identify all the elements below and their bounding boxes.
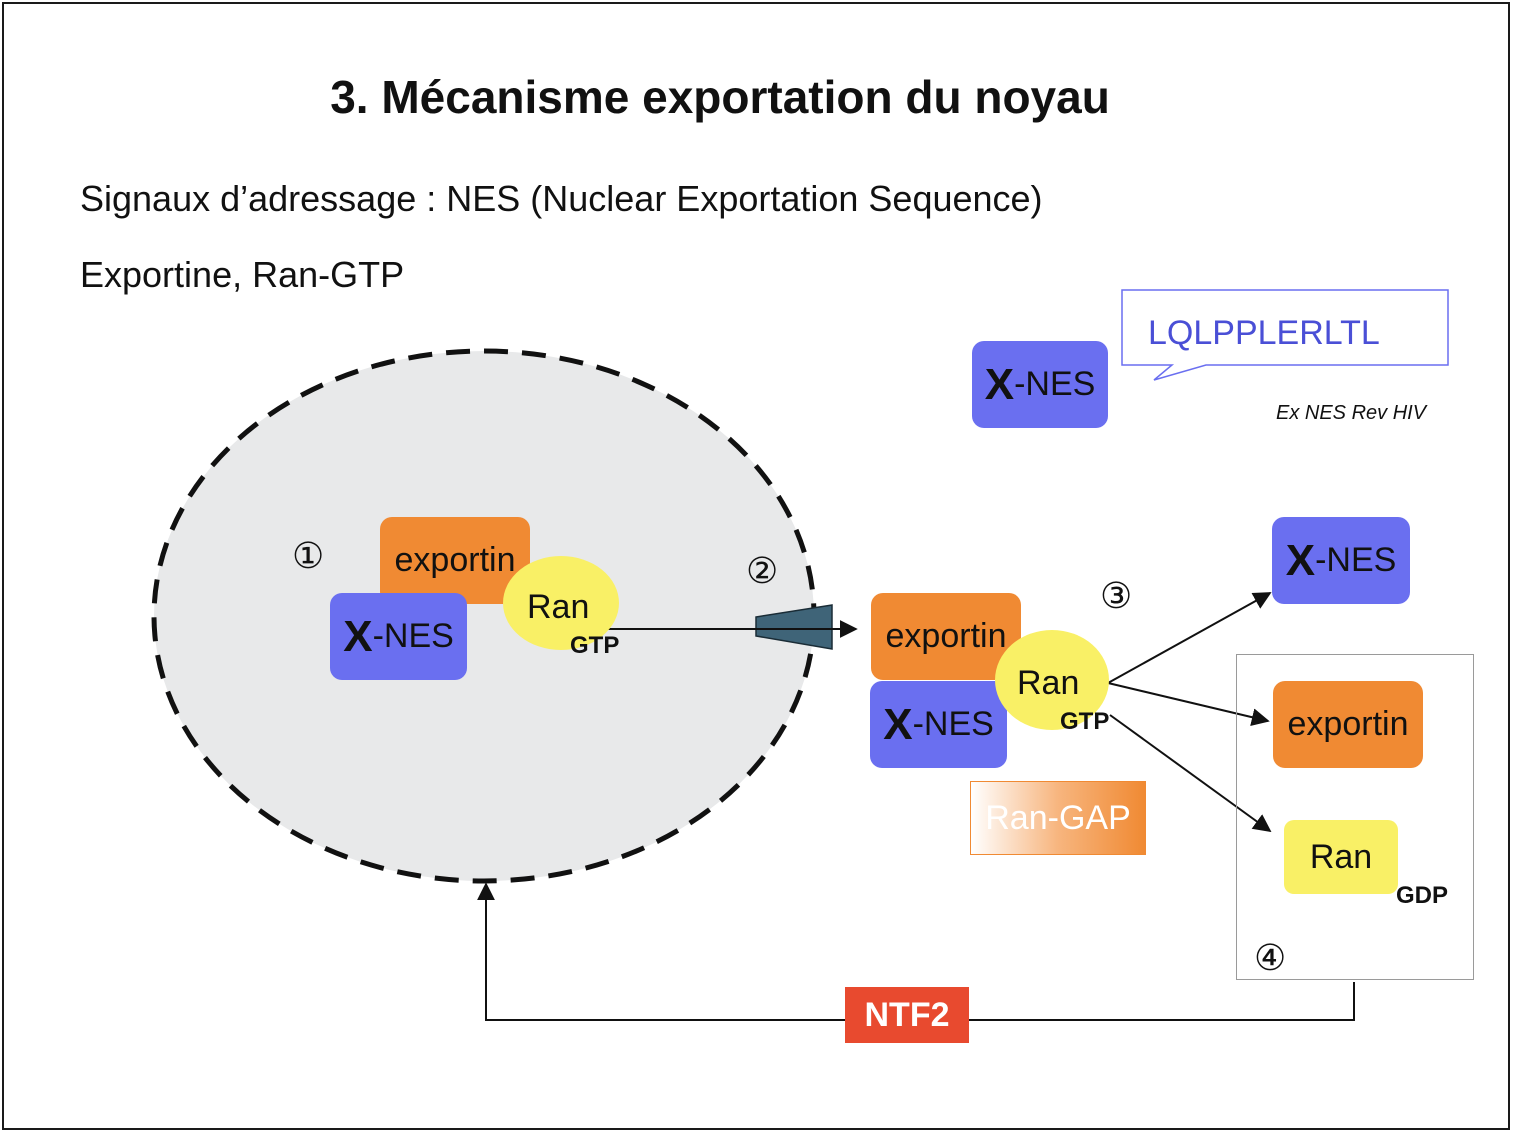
nes-label: -NES [1014,365,1096,403]
exportin-released: exportin [1273,681,1423,768]
ran-gtp-nucleus [503,556,619,650]
x-label: X [883,699,913,749]
ran-gtp-cytoplasm [995,630,1109,730]
xnes-nucleus: X-NES [330,593,467,680]
arrow-to-xnes [1107,592,1272,684]
x-label: X [343,611,373,661]
ntf2-label: NTF2 [845,987,969,1043]
nes-label: -NES [912,705,994,743]
ran-gap-box: Ran-GAP [970,781,1146,855]
xnes-released: X-NES [1272,517,1410,604]
step-1-marker: ① [292,536,325,577]
nes-sequence-text: LQLPPLERLTL [1148,314,1380,352]
nes-label: -NES [372,617,454,655]
nes-label: -NES [1315,541,1397,579]
subtitle-exportin: Exportine, Ran-GTP [80,254,405,295]
ran-gdp-box: Ran [1284,820,1398,894]
callout-bubble [1121,289,1449,381]
ran-label-nucleus: Ran [527,588,590,626]
nes-example-note: Ex NES Rev HIV [1276,402,1427,424]
step-3-marker: ③ [1100,576,1133,617]
subtitle-signals: Signaux d’adressage : NES (Nuclear Expor… [80,178,1043,219]
nucleus [151,348,817,884]
arrow-to-exportin [1107,682,1270,727]
exportin-cytoplasm: exportin [871,593,1021,680]
slide-title: 3. Mécanisme exportation du noyau [330,71,1110,123]
gtp-label-cytoplasm: GTP [1060,708,1110,735]
x-label: X [984,359,1015,409]
gdp-label: GDP [1396,882,1449,909]
step-4-group [1236,654,1474,980]
ran-label-cytoplasm: Ran [1017,664,1080,702]
step-2-marker: ② [746,551,779,592]
gtp-label-nucleus: GTP [570,632,620,659]
exportin-nucleus: exportin [380,517,530,604]
step-4-marker: ④ [1254,938,1287,979]
xnes-cytoplasm: X-NES [870,681,1007,768]
xnes-free-top: X-NES [972,341,1108,428]
x-label: X [1285,535,1316,585]
arrow-to-ran-gdp [1109,714,1272,833]
